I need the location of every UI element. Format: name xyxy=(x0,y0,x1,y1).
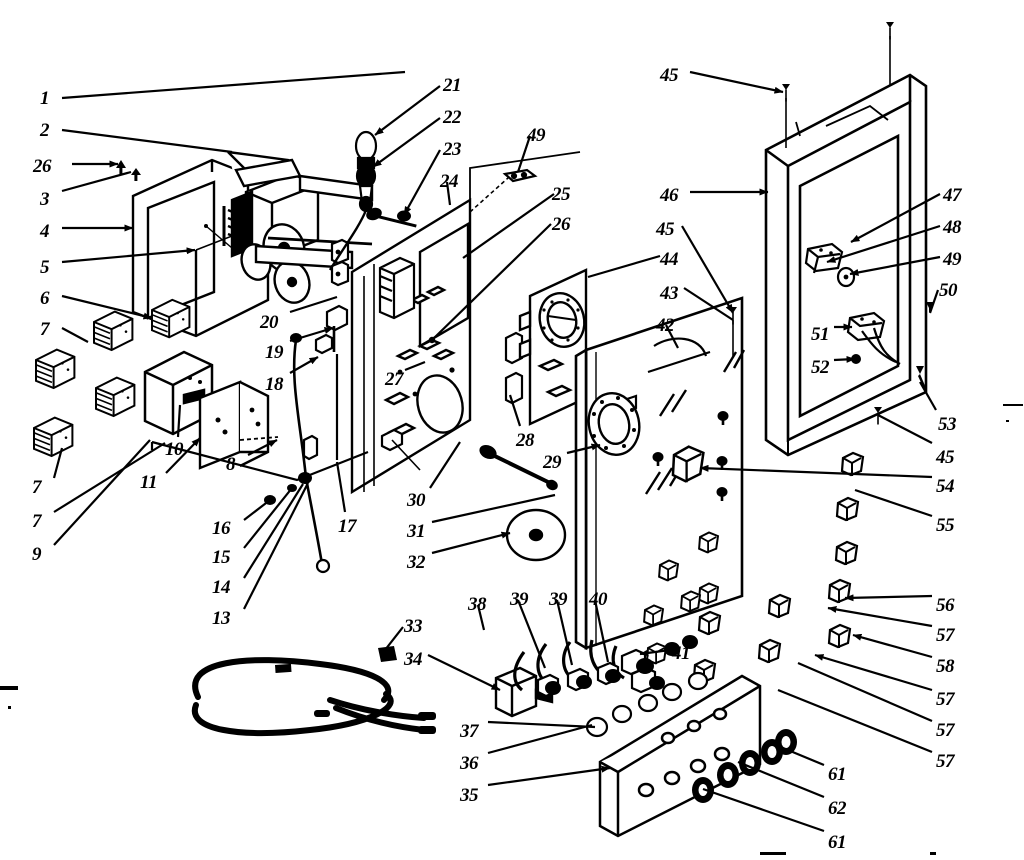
callout-number-53: 53 xyxy=(938,414,957,435)
callout-number-30: 30 xyxy=(407,490,426,511)
callout-number-21: 21 xyxy=(443,75,462,96)
callout-number-15: 15 xyxy=(212,547,231,568)
callout-number-34: 34 xyxy=(404,649,423,670)
callout-number-40: 40 xyxy=(589,589,608,610)
callout-number-13: 13 xyxy=(212,608,231,629)
callout-number-35: 35 xyxy=(460,785,479,806)
callout-number-39: 39 xyxy=(510,589,529,610)
callout-number-51: 51 xyxy=(811,324,830,345)
callout-number-42: 42 xyxy=(656,315,675,336)
callout-number-8: 8 xyxy=(226,454,236,475)
callout-number-41: 41 xyxy=(672,643,691,664)
callout-number-43: 43 xyxy=(660,283,679,304)
callout-number-44: 44 xyxy=(660,249,679,270)
callout-number-25: 25 xyxy=(552,184,571,205)
callout-number-54: 54 xyxy=(936,476,955,497)
callout-number-19: 19 xyxy=(265,342,284,363)
callout-number-24: 24 xyxy=(440,171,459,192)
callout-number-27: 27 xyxy=(385,369,404,390)
callout-number-61: 61 xyxy=(828,832,847,853)
callout-number-26: 26 xyxy=(33,156,52,177)
callout-number-50: 50 xyxy=(939,280,958,301)
callout-number-56: 56 xyxy=(936,595,955,616)
callout-number-48: 48 xyxy=(943,217,962,238)
callout-number-14: 14 xyxy=(212,577,231,598)
callout-number-38: 38 xyxy=(468,594,487,615)
callout-number-4: 4 xyxy=(40,221,50,242)
callout-number-47: 47 xyxy=(943,185,962,206)
callout-number-3: 3 xyxy=(40,189,50,210)
callout-number-57: 57 xyxy=(936,720,955,741)
callout-number-49: 49 xyxy=(527,125,546,146)
callout-number-18: 18 xyxy=(265,374,284,395)
callout-number-57: 57 xyxy=(936,689,955,710)
callout-number-62: 62 xyxy=(828,798,847,819)
callout-number-29: 29 xyxy=(543,452,562,473)
callout-number-45: 45 xyxy=(660,65,679,86)
callout-number-45: 45 xyxy=(656,219,675,240)
callout-number-57: 57 xyxy=(936,625,955,646)
callout-number-52: 52 xyxy=(811,357,830,378)
callout-number-58: 58 xyxy=(936,656,955,677)
callout-number-6: 6 xyxy=(40,288,50,309)
callout-number-11: 11 xyxy=(140,472,157,493)
callout-number-37: 37 xyxy=(460,721,479,742)
callout-number-7: 7 xyxy=(32,477,42,498)
callout-number-9: 9 xyxy=(32,544,42,565)
callout-number-17: 17 xyxy=(338,516,357,537)
callout-number-61: 61 xyxy=(828,764,847,785)
callout-number-2: 2 xyxy=(40,120,50,141)
callout-number-36: 36 xyxy=(460,753,479,774)
callout-number-20: 20 xyxy=(260,312,279,333)
callout-number-7: 7 xyxy=(32,511,42,532)
callout-number-16: 16 xyxy=(212,518,231,539)
callout-number-23: 23 xyxy=(443,139,462,160)
callout-number-26: 26 xyxy=(552,214,571,235)
callout-number-31: 31 xyxy=(407,521,426,542)
callout-number-33: 33 xyxy=(404,616,423,637)
callout-number-49: 49 xyxy=(943,249,962,270)
callout-number-10: 10 xyxy=(165,439,184,460)
callout-number-5: 5 xyxy=(40,257,50,278)
callout-number-1: 1 xyxy=(40,88,50,109)
callout-number-32: 32 xyxy=(407,552,426,573)
callout-number-46: 46 xyxy=(660,185,679,206)
callout-number-57: 57 xyxy=(936,751,955,772)
callout-number-45: 45 xyxy=(936,447,955,468)
callout-number-7: 7 xyxy=(40,319,50,340)
callout-number-22: 22 xyxy=(443,107,462,128)
callout-number-28: 28 xyxy=(516,430,535,451)
callout-number-55: 55 xyxy=(936,515,955,536)
callout-number-39: 39 xyxy=(549,589,568,610)
